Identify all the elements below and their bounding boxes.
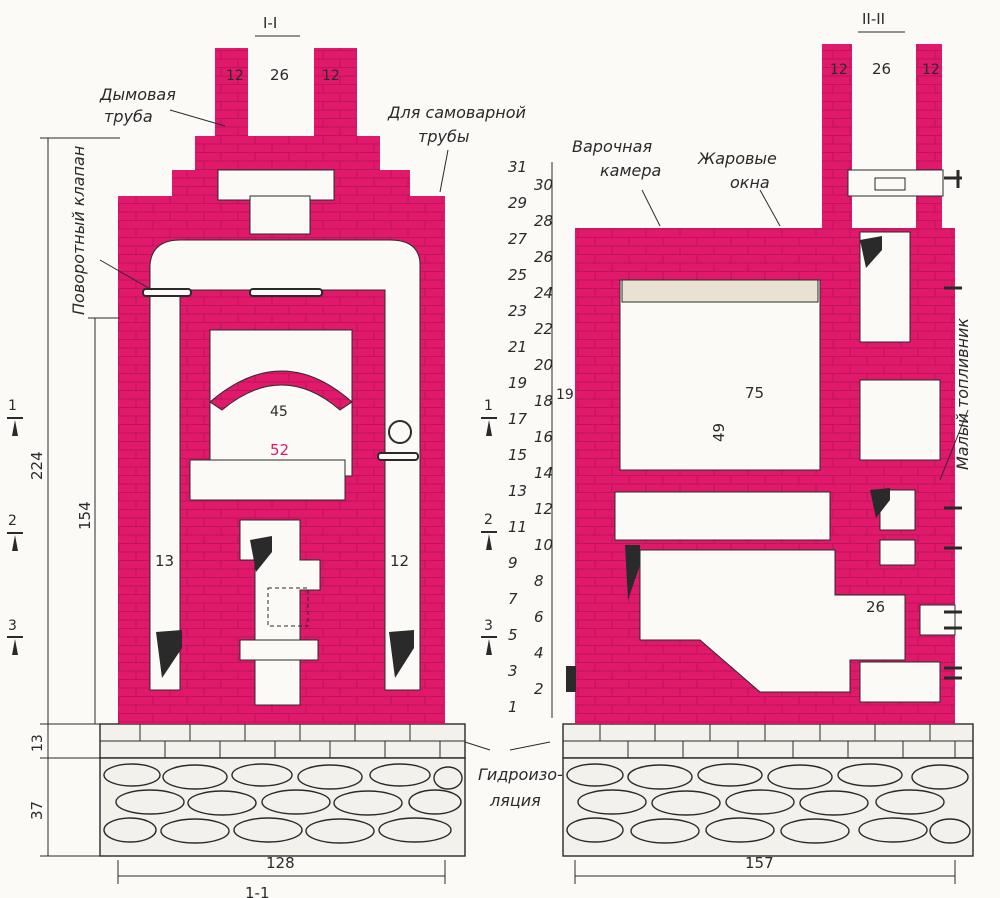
row-number: 10 xyxy=(534,536,553,554)
row-number: 22 xyxy=(534,320,553,338)
row-number: 3 xyxy=(508,662,518,680)
row-number: 29 xyxy=(508,194,527,212)
dim-width-left: 128 xyxy=(266,854,295,872)
row-number: 2 xyxy=(534,680,544,698)
dim-foundation-bottom: 37 xyxy=(28,801,46,820)
leader-lines xyxy=(99,109,969,481)
row-number: 19 xyxy=(508,374,527,392)
row-number: 20 xyxy=(534,356,553,374)
row-number: 14 xyxy=(534,464,553,482)
section-right-body xyxy=(566,44,962,724)
mark-2-right: 2 xyxy=(484,512,493,528)
row-number: 23 xyxy=(508,302,527,320)
row-number: 7 xyxy=(508,590,518,608)
row-number: 9 xyxy=(508,554,518,572)
dim-foundation-top: 13 xyxy=(30,734,46,752)
label-rotary-valve: Поворотный клапан xyxy=(69,146,88,315)
section-title-left: I-I xyxy=(263,14,277,32)
dim-chamber-width: 52 xyxy=(270,441,289,459)
dim-pipe-wall-r2a: 12 xyxy=(830,62,848,78)
label-waterproofing-2: ляция xyxy=(489,791,541,810)
row-number: 1 xyxy=(508,698,518,716)
label-small-firebox: Малый топливник xyxy=(953,318,972,470)
dim-channel-right: 12 xyxy=(390,552,409,570)
dim-pipe-wall-left: 12 xyxy=(226,68,244,84)
mark-3-left: 3 xyxy=(8,618,17,634)
dim-pipe-inner-left: 26 xyxy=(270,66,289,84)
row-number: 17 xyxy=(508,410,528,428)
row-number: 6 xyxy=(534,608,544,626)
dim-flue-26: 26 xyxy=(866,598,885,616)
row-number: 28 xyxy=(534,212,553,230)
dim-chamber-height: 49 xyxy=(710,423,728,442)
row-number: 15 xyxy=(508,446,527,464)
row-number: 27 xyxy=(508,230,528,248)
section-title-right: II-II xyxy=(862,10,885,28)
row-number: 5 xyxy=(508,626,518,644)
label-bottom-cut: 1-1 xyxy=(245,884,270,898)
row-number: 26 xyxy=(534,248,553,266)
label-waterproofing-1: Гидроизо- xyxy=(478,765,563,784)
section-cut-marks xyxy=(7,417,497,655)
label-samovar-1: Для самоварной xyxy=(387,103,526,122)
mark-1-left: 1 xyxy=(8,398,17,414)
foundation-left xyxy=(99,723,466,857)
label-smoke-pipe-1: Дымовая xyxy=(99,85,176,104)
label-heat-2: окна xyxy=(730,173,770,192)
row-number: 25 xyxy=(508,266,527,284)
mark-1-right: 1 xyxy=(484,398,493,414)
dim-height-total: 224 xyxy=(28,451,46,480)
row-number: 21 xyxy=(508,338,527,356)
row-number: 16 xyxy=(534,428,553,446)
dim-pipe-inner-right: 26 xyxy=(872,60,891,78)
label-samovar-2: трубы xyxy=(418,127,469,146)
dim-pipe-wall-right: 12 xyxy=(322,68,340,84)
row-number: 24 xyxy=(534,284,553,302)
foundation-right xyxy=(562,723,974,857)
dim-width-right: 157 xyxy=(745,854,774,872)
dim-height-inner: 154 xyxy=(76,501,94,530)
row-number: 11 xyxy=(508,518,527,536)
dim-chamber-depth: 75 xyxy=(745,384,764,402)
dim-arch: 45 xyxy=(270,404,288,420)
row-number: 31 xyxy=(508,158,527,176)
mark-3-right: 3 xyxy=(484,618,493,634)
row-number: 18 xyxy=(534,392,553,410)
dim-row-19: 19 xyxy=(556,387,574,403)
dim-pipe-wall-r2b: 12 xyxy=(922,62,940,78)
label-heat-1: Жаровые xyxy=(697,149,777,168)
mark-2-left: 2 xyxy=(8,513,17,529)
label-cooking-2: камера xyxy=(600,161,661,180)
dim-channel-left: 13 xyxy=(155,552,174,570)
label-cooking-1: Варочная xyxy=(572,137,652,156)
row-number: 4 xyxy=(534,644,544,662)
section-left-body xyxy=(118,48,445,724)
dimension-lines xyxy=(40,31,956,884)
row-number: 13 xyxy=(508,482,527,500)
row-number: 30 xyxy=(534,176,553,194)
row-number-scale: 3130292827262524232221201918171615141312… xyxy=(508,158,553,716)
label-smoke-pipe-2: труба xyxy=(104,107,153,126)
row-number: 12 xyxy=(534,500,553,518)
row-number: 8 xyxy=(534,572,544,590)
